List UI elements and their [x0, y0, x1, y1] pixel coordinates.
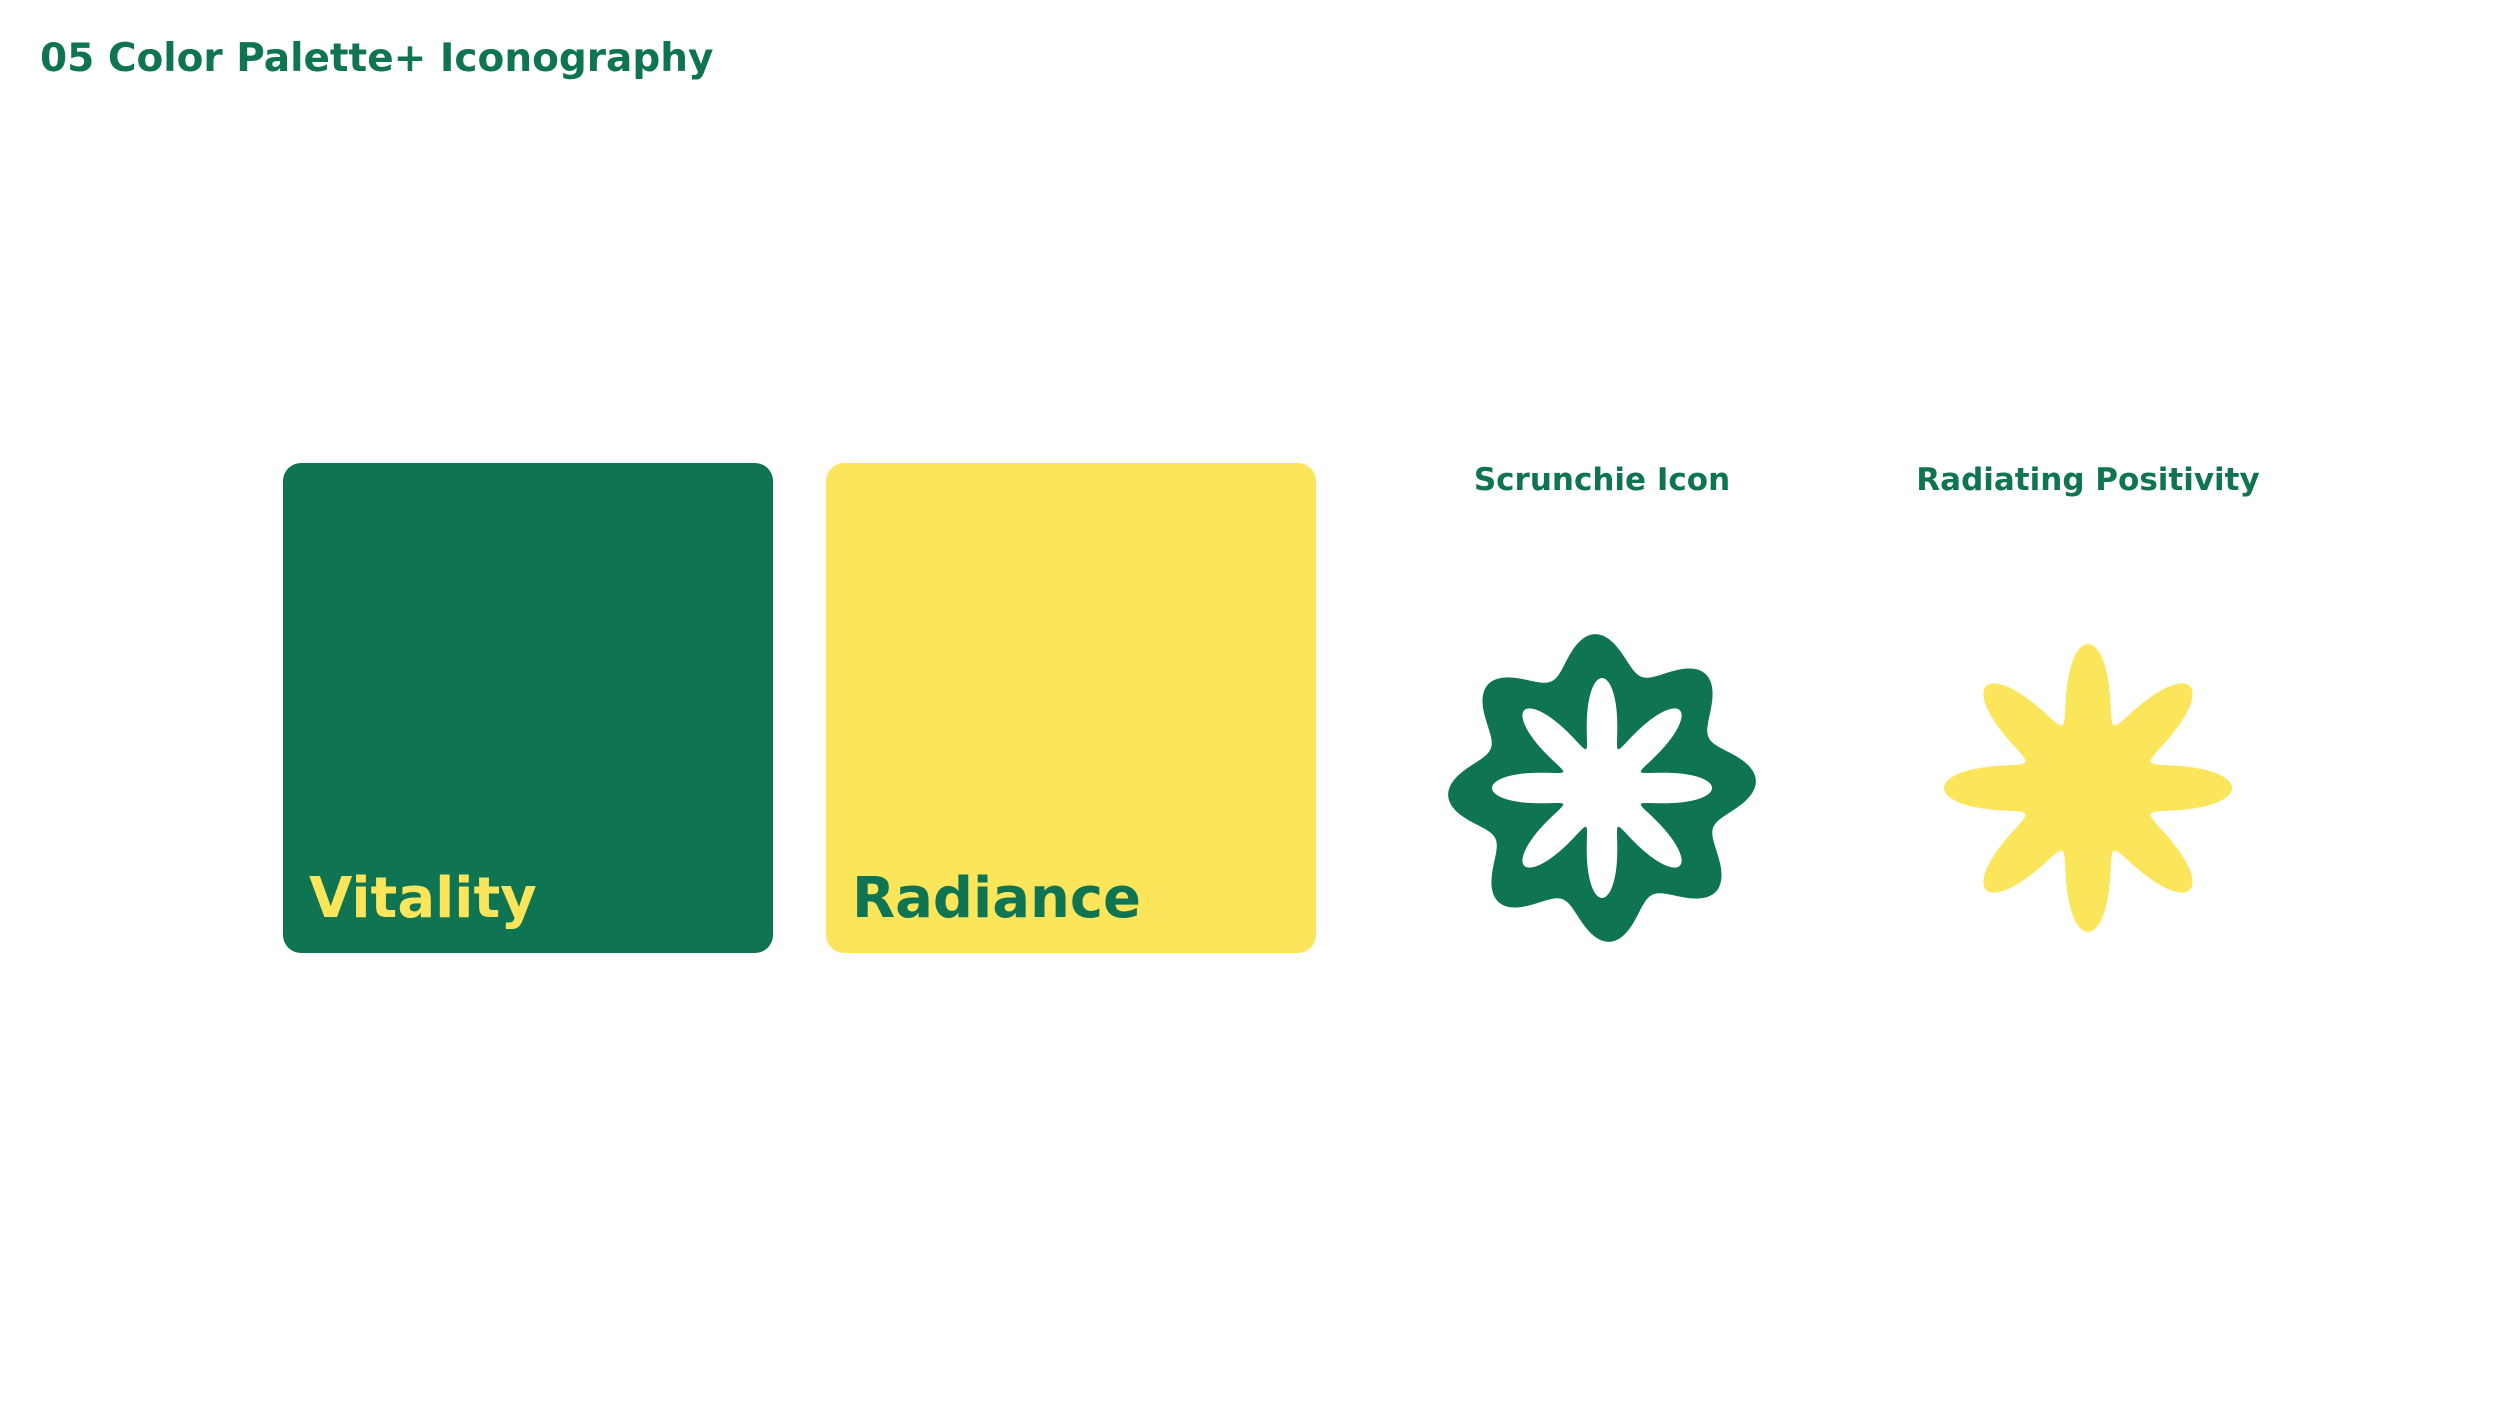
page-title: 05 Color Palette+ Iconography	[40, 36, 714, 81]
sun-burst-icon	[1944, 644, 2232, 932]
color-swatch-radiance: Radiance	[826, 463, 1316, 953]
radiating-positivity-heading: Radiating Positivity	[1916, 462, 2260, 498]
scrunchie-icon	[1448, 634, 1756, 942]
swatch-label-vitality: Vitality	[309, 866, 537, 931]
color-swatch-vitality: Vitality	[283, 463, 773, 953]
swatch-label-radiance: Radiance	[852, 866, 1142, 931]
scrunchie-icon-heading: Scrunchie Icon	[1473, 462, 1731, 498]
